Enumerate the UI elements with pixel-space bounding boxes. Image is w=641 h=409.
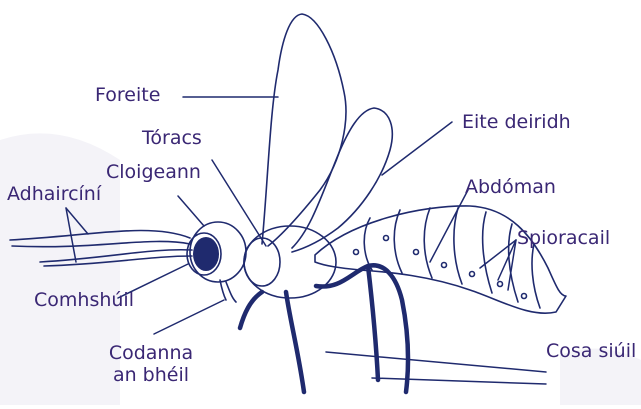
hind-leg <box>316 265 408 392</box>
spiracle-dot <box>522 294 527 299</box>
label-mouthparts: Codanna an bhéil <box>96 342 206 386</box>
label-mouthparts-line2: an bhéil <box>96 364 206 386</box>
leader-abdomen <box>430 190 468 262</box>
abdomen-segment <box>532 244 540 308</box>
label-forewing: Foreite <box>95 84 160 106</box>
label-mouthparts-line1: Codanna <box>96 342 206 364</box>
label-abdomen: Abdóman <box>465 176 556 198</box>
abdomen <box>315 206 566 313</box>
spiracle-dot <box>442 263 447 268</box>
front-leg <box>240 292 262 328</box>
spiracle-dot <box>470 272 475 277</box>
label-antennae: Adhaircíní <box>7 183 101 205</box>
abdomen-segment <box>394 210 402 273</box>
hindwing <box>292 108 392 252</box>
middle-leg <box>286 292 304 392</box>
leader-head <box>178 196 204 226</box>
label-hindwing: Eite deiridh <box>462 111 571 133</box>
spiracle-dot <box>498 282 503 287</box>
label-walking-legs: Cosa siúil <box>546 340 636 362</box>
prothorax <box>244 238 280 286</box>
spiracle-dot <box>354 250 359 255</box>
abdomen-segment <box>424 208 432 278</box>
abdomen-segment <box>483 212 492 293</box>
label-thorax: Tóracs <box>142 127 202 149</box>
label-head: Cloigeann <box>106 161 201 183</box>
label-compound-eye: Comhshúil <box>34 289 134 311</box>
forewing <box>262 14 346 246</box>
leader-spiracle <box>480 240 516 268</box>
hind-leg-inner <box>368 266 378 380</box>
mouthpart <box>226 282 236 302</box>
mouthpart <box>220 280 226 300</box>
label-spiracle: Spioracail <box>517 227 610 249</box>
compound-eye <box>193 237 219 271</box>
spiracle-dot <box>414 250 419 255</box>
spiracle-dot <box>384 236 389 241</box>
leader-legs <box>372 378 546 384</box>
leader-mouthparts <box>154 300 224 334</box>
leader-legs <box>326 352 546 372</box>
abdomen-segment <box>454 208 462 284</box>
